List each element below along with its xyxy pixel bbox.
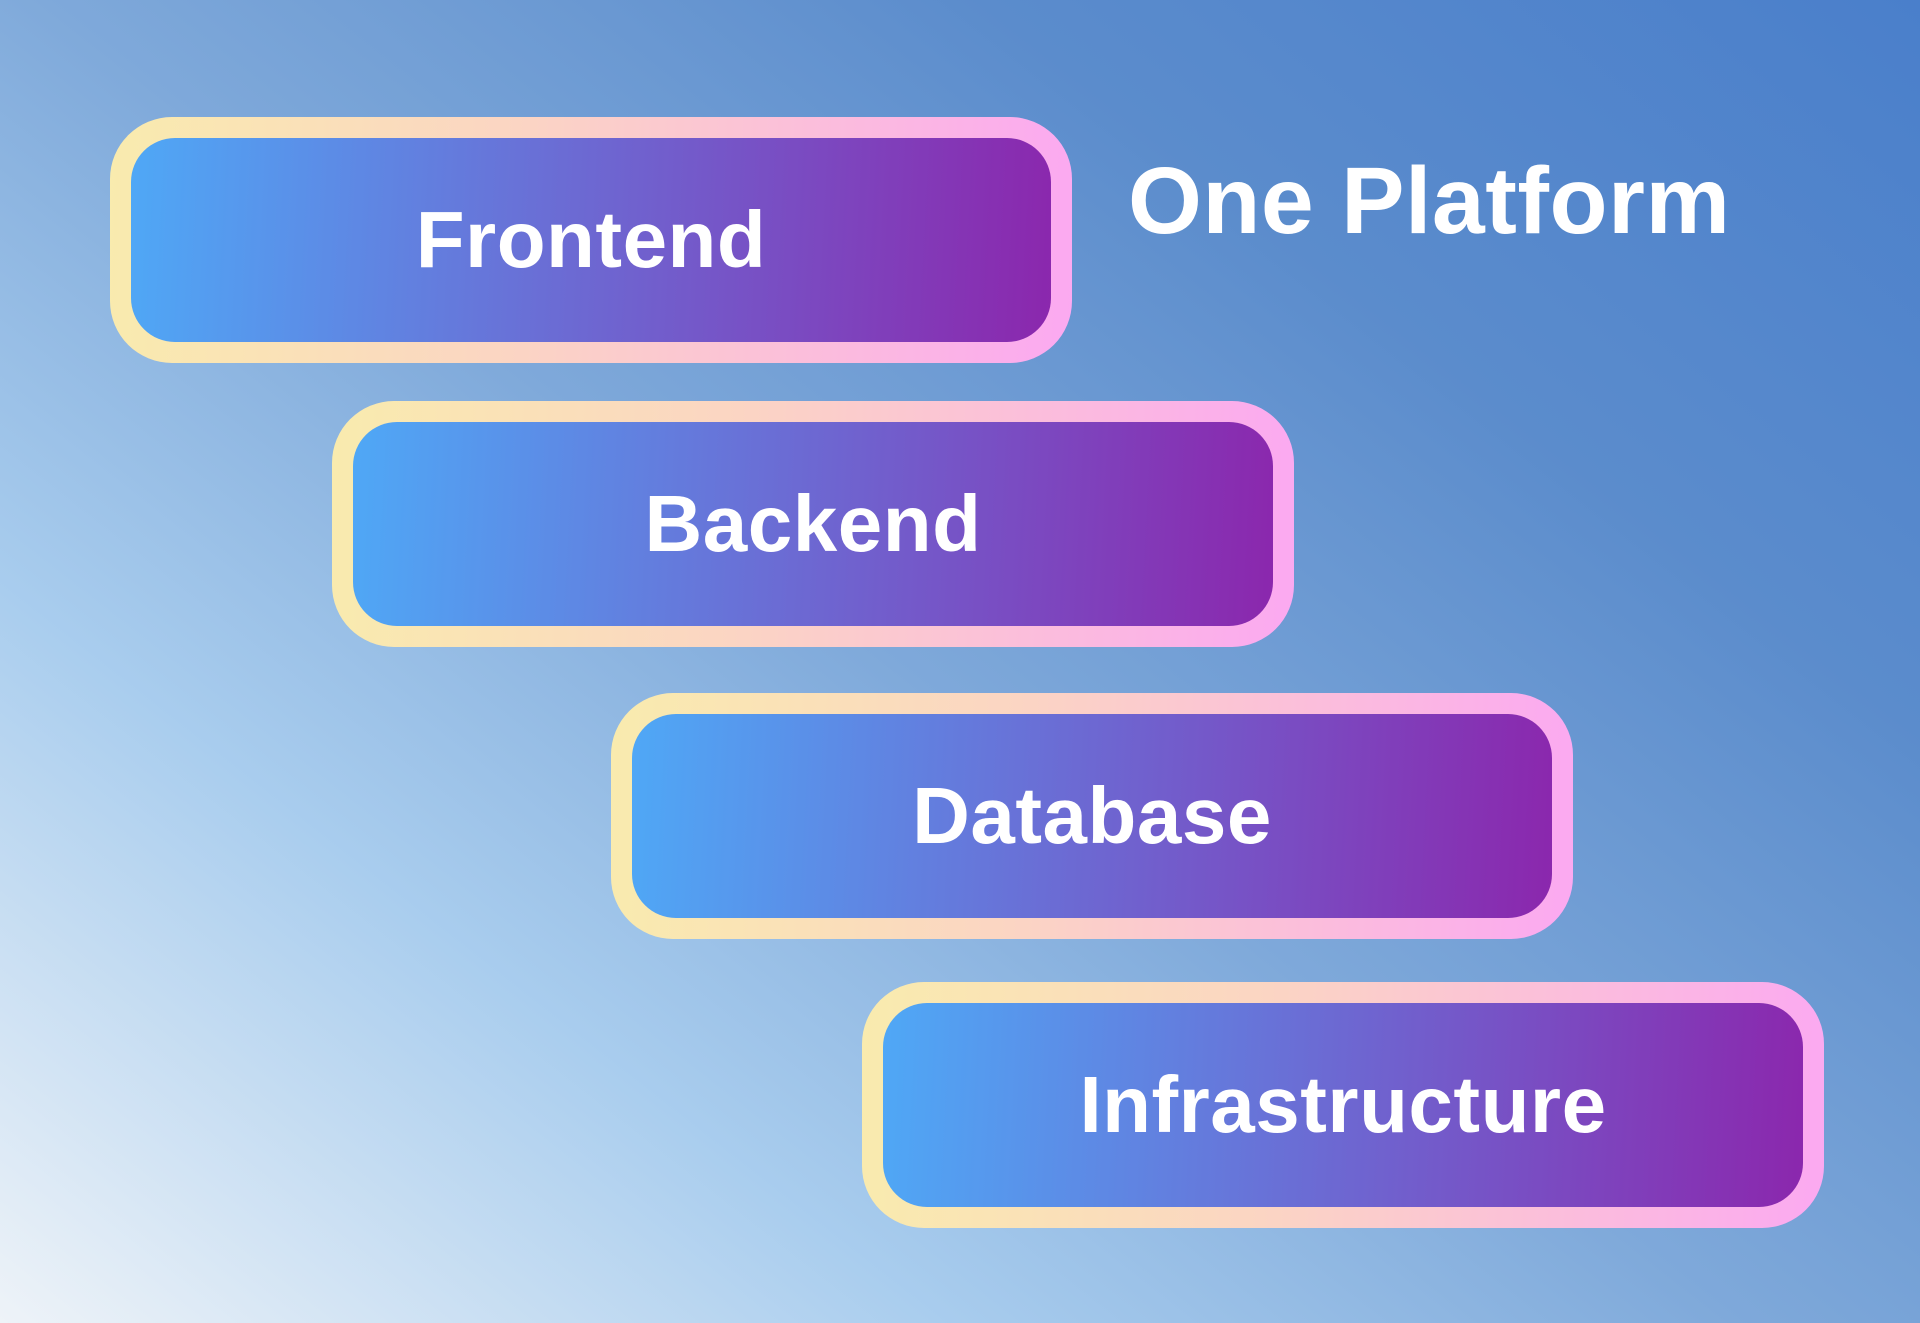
layer-label-database: Database: [912, 771, 1272, 860]
layer-label-infrastructure: Infrastructure: [1079, 1060, 1607, 1149]
layer-pill-frontend-fill: Frontend: [131, 138, 1051, 342]
layer-pill-infrastructure-fill: Infrastructure: [883, 1003, 1803, 1207]
layer-label-frontend: Frontend: [415, 195, 767, 284]
layer-pill-database: Database: [611, 693, 1573, 939]
layer-pill-backend-fill: Backend: [353, 422, 1273, 626]
layer-pill-backend: Backend: [332, 401, 1294, 647]
layer-pill-infrastructure: Infrastructure: [862, 982, 1824, 1228]
layer-pill-frontend: Frontend: [110, 117, 1072, 363]
layer-label-backend: Backend: [644, 479, 982, 568]
page-title: One Platform: [1128, 148, 1731, 254]
layer-pill-database-fill: Database: [632, 714, 1552, 918]
